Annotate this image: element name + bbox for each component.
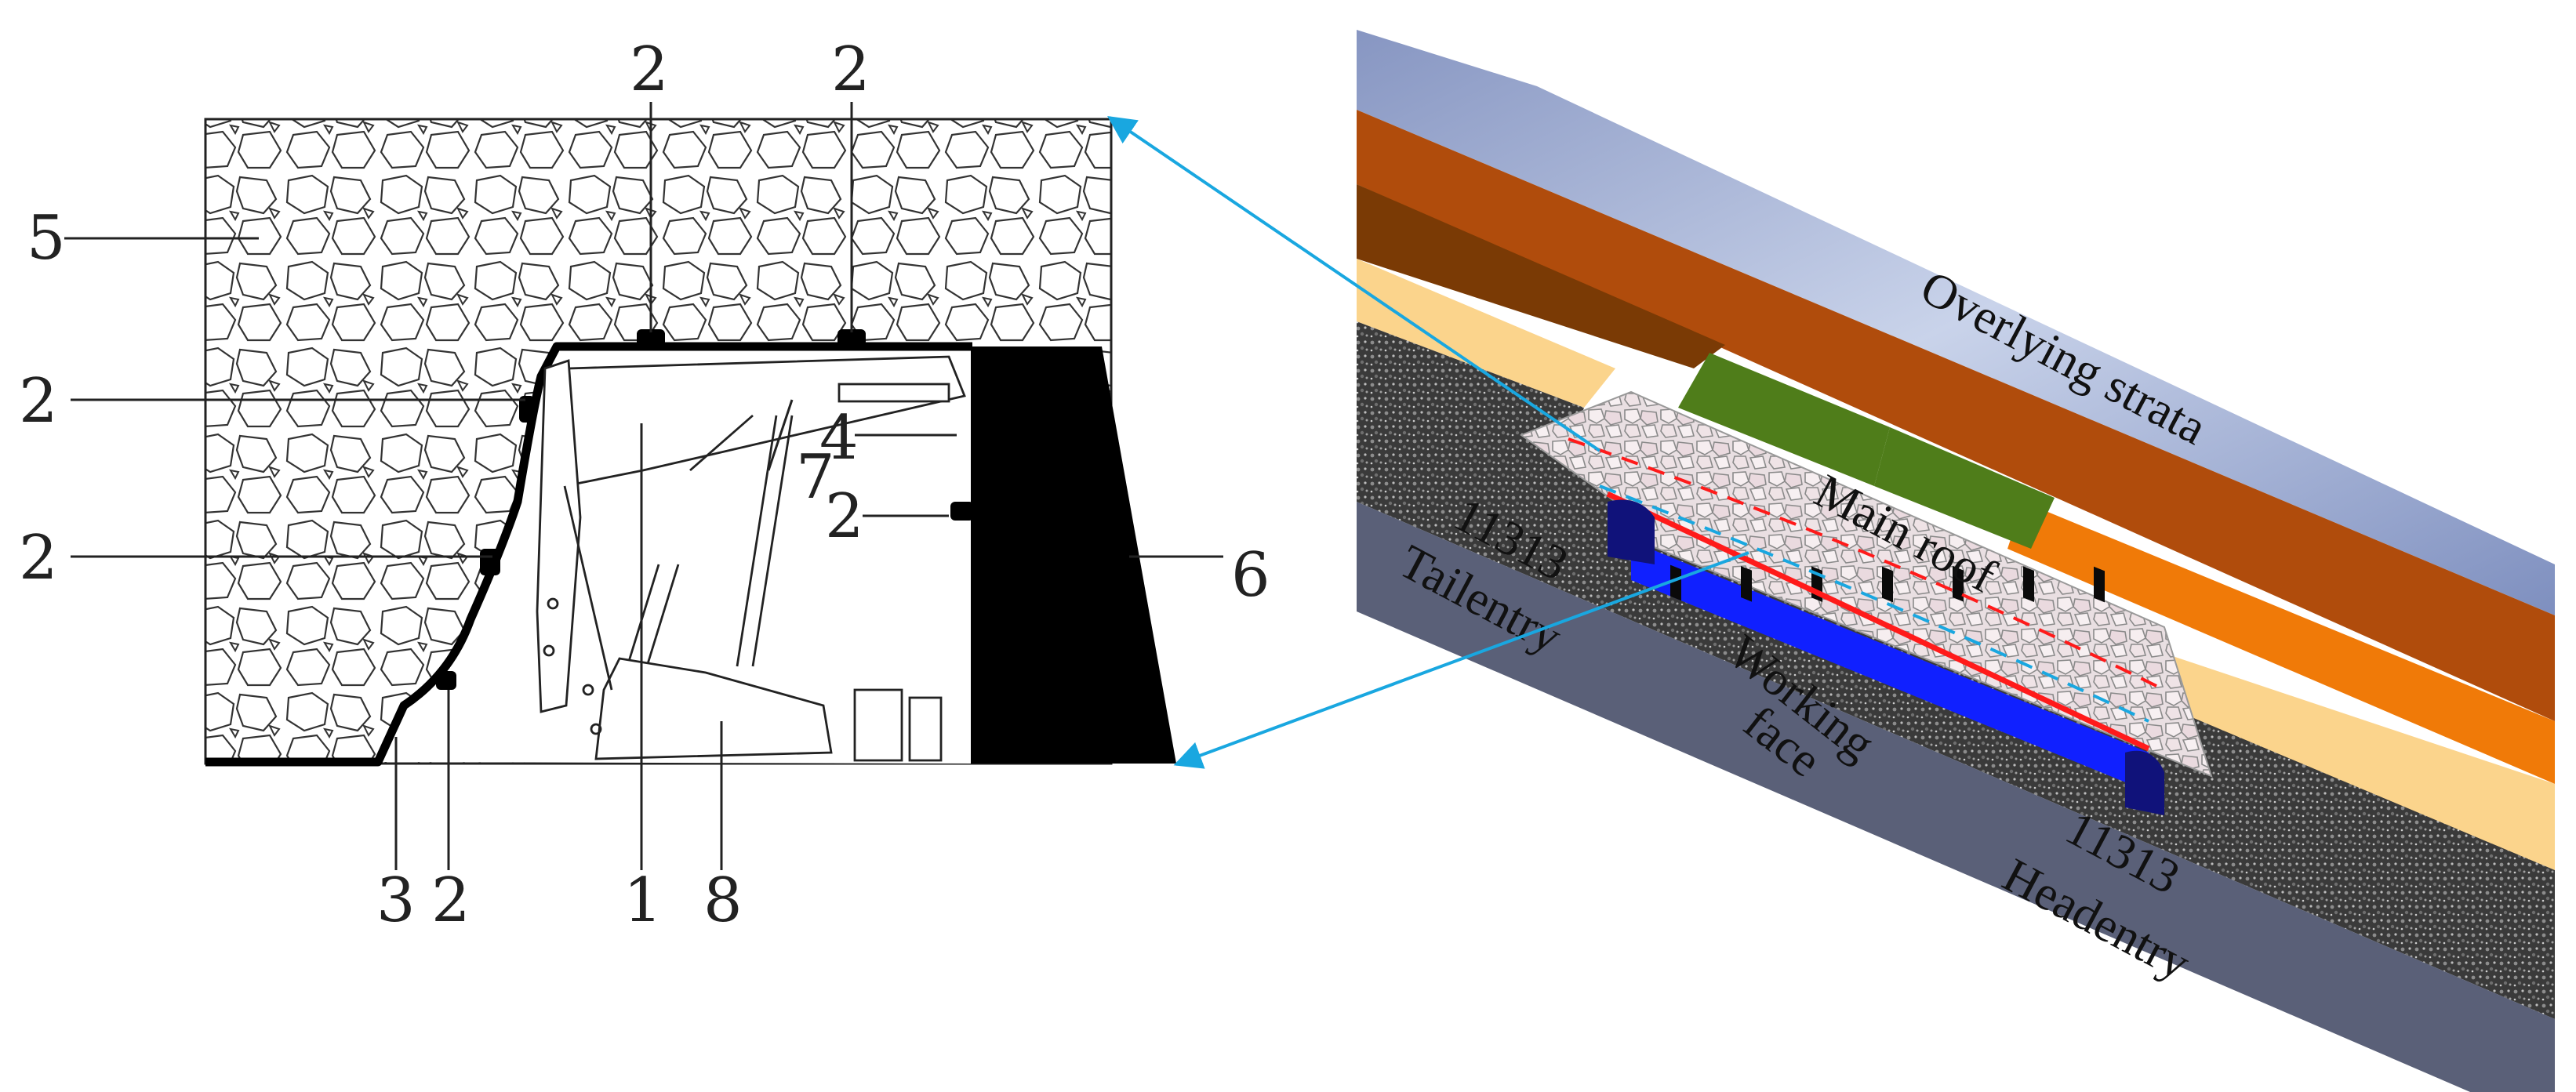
working-face-conveyor — [1631, 541, 2149, 792]
label-2-top-a: 2 — [630, 34, 669, 105]
label-7: 7 — [796, 442, 835, 513]
label-6: 6 — [1231, 540, 1270, 611]
tan-layer — [1357, 259, 1615, 408]
tailentry-block — [1608, 499, 1655, 564]
label-2-mid: 2 — [825, 481, 864, 552]
anchor-bolt — [837, 329, 866, 346]
label-4: 4 — [819, 403, 859, 473]
brown-dark-layer — [1357, 184, 1725, 368]
component-numbers: 5 2 2 2 2 4 7 2 6 3 2 1 8 — [19, 34, 1270, 936]
label-3: 3 — [376, 865, 416, 936]
arrow-to-top — [1107, 115, 1601, 452]
main-roof-block-a — [1678, 353, 1890, 486]
leader-lines — [64, 102, 1223, 870]
brown-layer — [1357, 110, 2555, 721]
base-slate — [1357, 502, 2555, 1092]
tan-layer-right — [2117, 643, 2555, 870]
hydraulic-support — [536, 355, 966, 762]
main-roof-block-b — [1874, 427, 2055, 549]
label-8: 8 — [703, 865, 743, 936]
anchor-bolts — [436, 329, 974, 690]
arrow-to-bottom — [1173, 551, 1749, 769]
red-boundary-line — [1606, 491, 2150, 752]
roadway-cross-section: 5 2 2 2 2 4 7 2 6 3 2 1 8 — [19, 34, 1270, 936]
label-2-left-a: 2 — [19, 366, 58, 437]
label-2-top-b: 2 — [831, 34, 870, 105]
anchor-bolt — [480, 549, 500, 575]
orange-layer — [2007, 502, 2555, 784]
label-2-bottom: 2 — [431, 865, 471, 936]
anchor-bolt — [950, 502, 974, 521]
label-1: 1 — [623, 865, 663, 936]
anchor-bolt — [637, 329, 665, 346]
anchor-bolt — [436, 671, 456, 690]
cyan-dashed-curve — [1599, 484, 2149, 723]
label-5: 5 — [27, 203, 66, 274]
connector-arrows — [1107, 115, 1749, 769]
strata-block-3d: Overlying strata Main roof 11313 Tailent… — [1357, 30, 2555, 1092]
label-2-left-b: 2 — [19, 523, 58, 593]
red-dashed-curve — [1568, 437, 2165, 691]
coal-wall — [971, 346, 1176, 764]
headentry-block — [2125, 750, 2164, 815]
anchor-bolt — [519, 396, 535, 423]
overlying-strata-top — [1357, 30, 2555, 615]
